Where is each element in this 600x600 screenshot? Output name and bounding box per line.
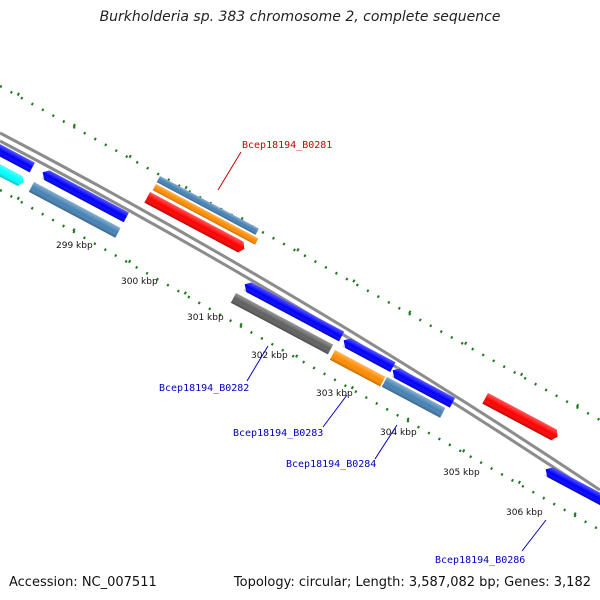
ruler-label: 306 kbp — [506, 508, 543, 518]
outer-tick-ring — [0, 82, 600, 422]
gene-label-b0282[interactable]: Bcep18194_B0282 — [159, 383, 249, 394]
ruler-label: 299 kbp — [56, 241, 93, 251]
gene-bar-blue-4 — [342, 336, 396, 373]
outer-major-ticks — [0, 82, 600, 420]
gene-bar-red-1 — [144, 192, 246, 254]
accession-text: Accession: NC_007511 — [9, 575, 157, 590]
gene-bar-red-2 — [482, 393, 559, 442]
gene-callouts: Bcep18194_B0281 Bcep18194_B0282 Bcep1819… — [159, 140, 547, 566]
gene-bar-blue-2 — [41, 168, 129, 223]
gene-label-b0284[interactable]: Bcep18194_B0284 — [286, 459, 376, 470]
gene-bar-steelblue-2 — [156, 176, 259, 235]
callout-line — [322, 394, 348, 428]
gene-label-b0286[interactable]: Bcep18194_B0286 — [435, 555, 525, 566]
gene-bar-blue-3 — [243, 280, 345, 342]
gene-bar-blue-1 — [0, 142, 35, 173]
gene-label-b0283[interactable]: Bcep18194_B0283 — [233, 428, 323, 439]
ruler-label: 304 kbp — [380, 428, 417, 438]
gene-bar-orange-1 — [152, 184, 259, 245]
callout-line — [217, 151, 242, 191]
gene-features — [0, 142, 600, 508]
gene-bar-cyan — [0, 162, 25, 187]
gene-bar-orange-2 — [329, 350, 386, 387]
callout-line — [521, 519, 547, 552]
ruler-label: 305 kbp — [443, 468, 480, 478]
outer-minor-ticks — [0, 84, 600, 422]
callout-line — [374, 424, 398, 460]
gene-bar-gray — [230, 293, 334, 355]
gene-bar-blue-6 — [544, 465, 600, 508]
ruler-label: 302 kbp — [251, 351, 288, 361]
gene-label-b0281[interactable]: Bcep18194_B0281 — [242, 140, 332, 151]
gene-bar-steelblue-3 — [381, 377, 446, 418]
callout-line — [246, 345, 269, 382]
inner-major-ticks — [0, 186, 600, 530]
gene-bar-blue-5 — [391, 366, 456, 408]
ruler-label: 303 kbp — [316, 389, 353, 399]
map-title: Burkholderia sp. 383 chromosome 2, compl… — [99, 9, 501, 25]
backbone-outer — [0, 131, 600, 492]
ruler-label: 301 kbp — [187, 313, 224, 323]
ruler-labels: 299 kbp 300 kbp 301 kbp 302 kbp 303 kbp … — [56, 241, 543, 518]
gene-bar-steelblue-1 — [28, 182, 121, 238]
inner-tick-ring — [0, 186, 600, 532]
summary-text: Topology: circular; Length: 3,587,082 bp… — [233, 575, 591, 590]
ruler-label: 300 kbp — [121, 277, 158, 287]
